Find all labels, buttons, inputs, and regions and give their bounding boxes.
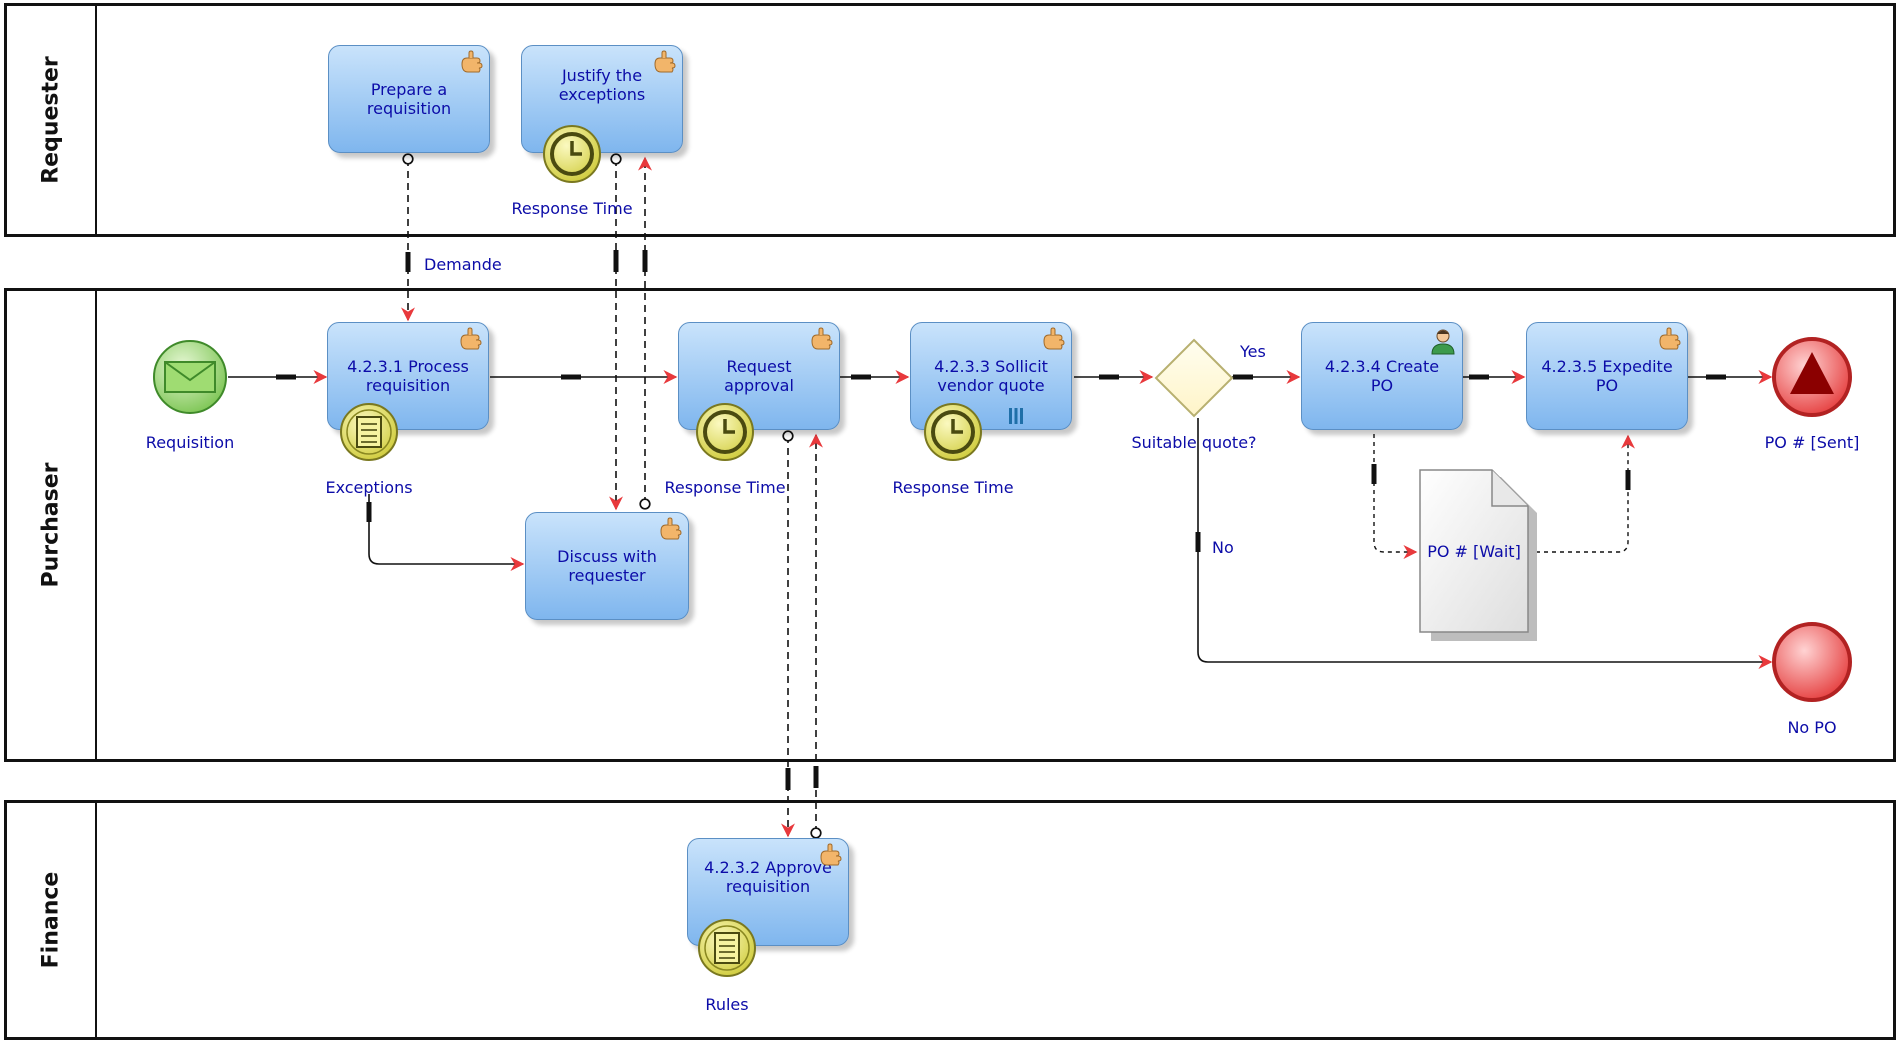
task-discuss-with-requester[interactable]: Discuss with requester: [525, 512, 689, 620]
task-justify-exceptions[interactable]: Justify the exceptions: [521, 45, 683, 153]
triangle-icon: [1790, 352, 1834, 394]
hand-icon: [460, 327, 482, 350]
task-prepare-requisition[interactable]: Prepare a requisition: [328, 45, 490, 153]
flow-ticks: [276, 374, 1726, 552]
data-associations: [1373, 434, 1635, 559]
hand-icon: [461, 50, 483, 73]
hand-icon: [1659, 327, 1681, 350]
task-label: Discuss with requester: [557, 547, 657, 585]
envelope-icon: [164, 361, 216, 393]
data-object-label: PO # [Wait]: [1427, 542, 1521, 561]
task-label: Prepare a requisition: [366, 80, 452, 118]
pool-requester: Requester: [4, 3, 1896, 237]
user-icon: [1431, 329, 1455, 355]
hand-icon: [654, 50, 676, 73]
task-label: 4.2.3.4 Create PO: [1324, 357, 1440, 395]
exceptions-label: Exceptions: [325, 478, 413, 497]
task-label: Justify the exceptions: [558, 66, 646, 104]
flow-no-to-end: [1197, 418, 1773, 669]
task-expedite-po[interactable]: 4.2.3.5 Expedite PO: [1526, 322, 1688, 430]
gateway-no-label: No: [1212, 538, 1234, 557]
end-event-po-sent[interactable]: [1772, 337, 1852, 417]
solicit-response-time-label: Response Time: [892, 478, 1014, 497]
pool-finance: Finance: [4, 800, 1896, 1040]
hand-icon: [660, 517, 682, 540]
document-icon: [698, 919, 756, 977]
message-demande-label: Demande: [424, 255, 502, 274]
parallel-bars-icon: [1009, 408, 1023, 424]
end-no-po-label: No PO: [1787, 718, 1837, 737]
gateway-suitable-quote[interactable]: [1154, 338, 1234, 418]
document-icon: [340, 403, 398, 461]
task-create-po[interactable]: 4.2.3.4 Create PO: [1301, 322, 1463, 430]
task-label: 4.2.3.3 Sollicit vendor quote: [934, 357, 1048, 395]
start-event-label: Requisition: [145, 433, 235, 452]
data-object-po-wait[interactable]: [1419, 469, 1537, 641]
end-po-sent-label: PO # [Sent]: [1764, 433, 1860, 452]
hand-icon: [1043, 327, 1065, 350]
task-label: 4.2.3.1 Process requisition: [347, 357, 469, 395]
end-event-no-po[interactable]: [1772, 622, 1852, 702]
task-label: 4.2.3.5 Expedite PO: [1541, 357, 1673, 395]
approval-response-time-label: Response Time: [664, 478, 786, 497]
hand-icon: [811, 327, 833, 350]
message-ticks: [405, 250, 819, 790]
rules-label: Rules: [705, 995, 749, 1014]
justify-response-time-label: Response Time: [511, 199, 633, 218]
clock-icon: [543, 125, 601, 183]
gateway-label: Suitable quote?: [1131, 433, 1257, 452]
hand-icon: [820, 843, 842, 866]
gateway-yes-label: Yes: [1240, 342, 1266, 361]
start-event-requisition[interactable]: [153, 340, 227, 414]
task-label: Request approval: [724, 357, 794, 395]
task-label: 4.2.3.2 Approve requisition: [704, 858, 832, 896]
clock-icon: [924, 403, 982, 461]
assoc-po-wait-to-expedite: [1520, 434, 1635, 553]
clock-icon: [696, 403, 754, 461]
flow-exceptions-to-discuss: [368, 494, 525, 571]
